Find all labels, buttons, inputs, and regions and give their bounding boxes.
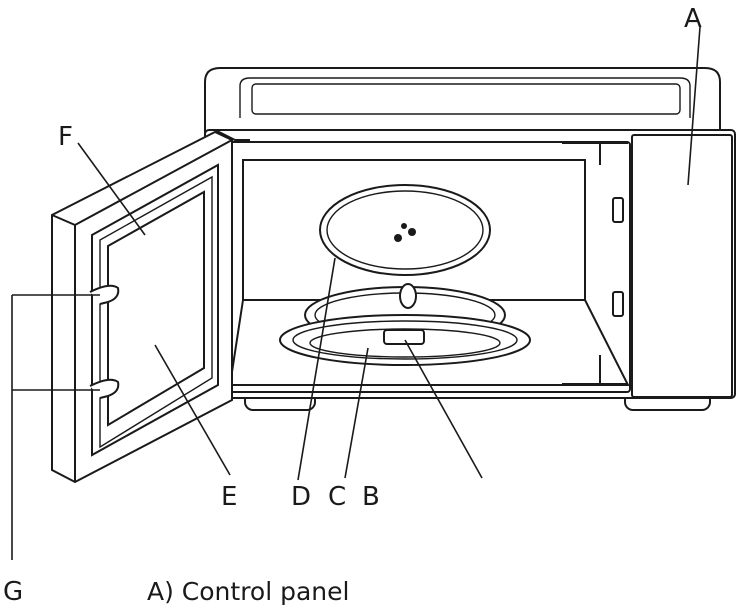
waveguide-cover xyxy=(320,185,490,275)
label-e: E xyxy=(221,482,237,512)
caption: A) Control panel xyxy=(147,577,349,606)
label-a: A xyxy=(684,4,702,34)
label-b: B xyxy=(362,482,380,512)
label-f: F xyxy=(58,122,73,152)
control-panel xyxy=(632,135,732,397)
microwave-door xyxy=(52,132,232,482)
label-c: C xyxy=(328,482,346,512)
label-d: D xyxy=(291,482,311,512)
label-g: G xyxy=(3,577,23,606)
